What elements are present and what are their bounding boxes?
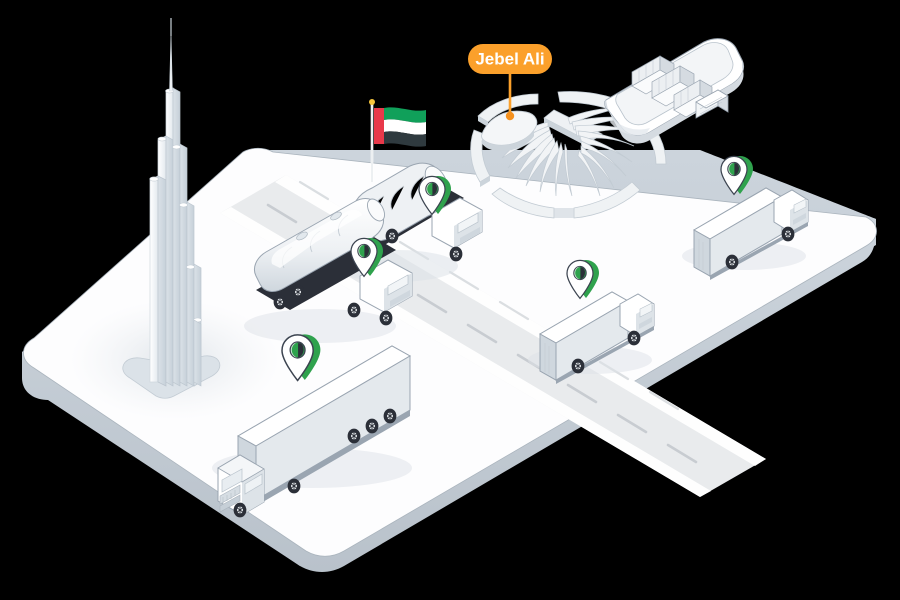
jebel-ali-label[interactable]: Jebel Ali xyxy=(468,44,552,121)
label-pill[interactable] xyxy=(468,44,552,74)
burj-khalifa xyxy=(122,18,221,399)
label-text: Jebel Ali xyxy=(475,49,544,68)
semi-trailer-truck xyxy=(212,333,412,518)
container-ship xyxy=(604,38,745,144)
box-truck-mid xyxy=(528,259,655,384)
tanker-truck xyxy=(244,198,413,343)
box-truck-right xyxy=(682,155,809,280)
label-anchor-dot xyxy=(505,111,515,121)
jebel-ali-island xyxy=(481,110,538,152)
uae-flag xyxy=(369,99,426,182)
